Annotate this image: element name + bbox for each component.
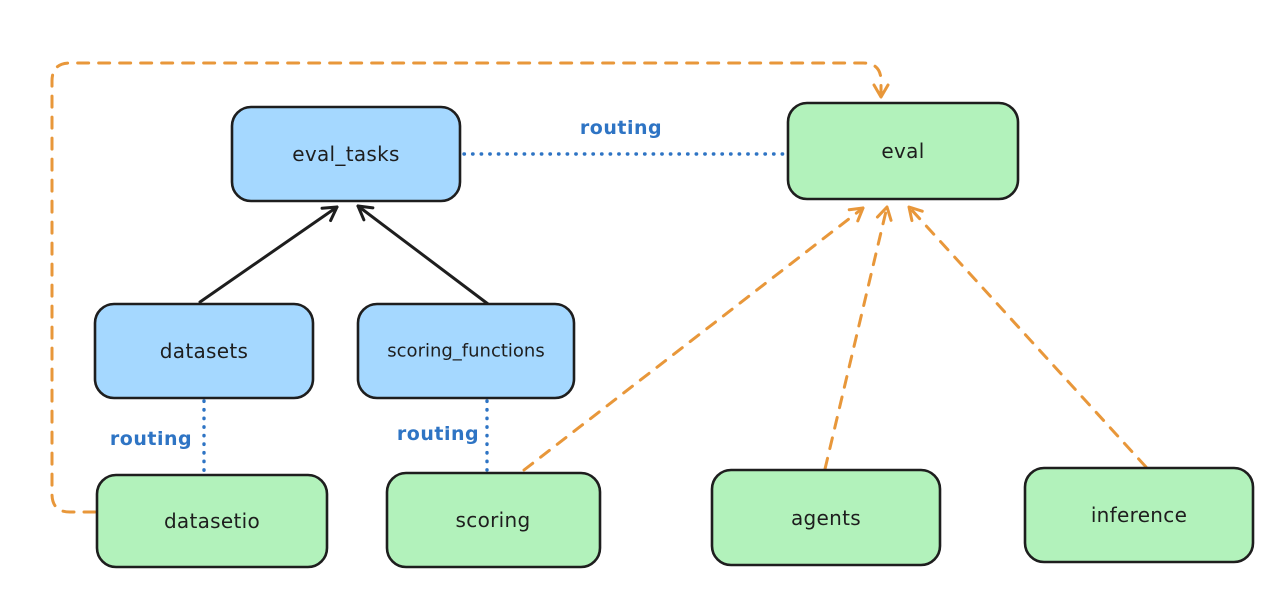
node-eval-label: eval	[881, 139, 924, 163]
node-inference-box	[1023, 466, 1255, 564]
node-scoring-functions-box	[356, 302, 576, 400]
node-eval-tasks-box	[230, 105, 462, 203]
edge-scoring-functions-to-eval-tasks-arrow	[356, 204, 490, 306]
edge-datasets-to-eval-tasks-arrow	[198, 205, 339, 304]
node-scoring: scoring	[385, 471, 602, 569]
routing-label-scoring: routing	[397, 423, 479, 445]
node-scoring-label: scoring	[456, 508, 531, 532]
edge-agents-to-eval-dashed	[823, 205, 893, 471]
routing-label-datasets: routing	[110, 428, 192, 450]
node-datasetio-label: datasetio	[164, 509, 260, 533]
node-scoring-functions: scoring_functions	[356, 302, 576, 400]
node-eval-tasks-label: eval_tasks	[292, 142, 399, 166]
node-eval-box	[786, 101, 1020, 201]
node-datasetio-box	[95, 473, 329, 569]
node-datasets: datasets	[93, 302, 315, 400]
node-agents-label: agents	[791, 506, 861, 530]
node-datasets-label: datasets	[160, 339, 248, 363]
node-inference-label: inference	[1091, 503, 1187, 527]
node-agents-box	[710, 468, 942, 567]
node-scoring-box	[385, 471, 602, 569]
routing-label-top: routing	[580, 117, 662, 139]
node-eval: eval	[786, 101, 1020, 201]
edge-datasetio-to-eval-dashed	[50, 61, 890, 514]
node-datasets-box	[93, 302, 315, 400]
node-datasetio: datasetio	[95, 473, 329, 569]
edge-inference-to-eval-dashed	[907, 205, 1148, 469]
node-agents: agents	[710, 468, 942, 567]
node-eval-tasks: eval_tasks	[230, 105, 462, 203]
node-scoring-functions-label: scoring_functions	[387, 341, 544, 362]
edge-scoring-to-eval-dashed	[522, 206, 865, 472]
node-inference: inference	[1023, 466, 1255, 564]
